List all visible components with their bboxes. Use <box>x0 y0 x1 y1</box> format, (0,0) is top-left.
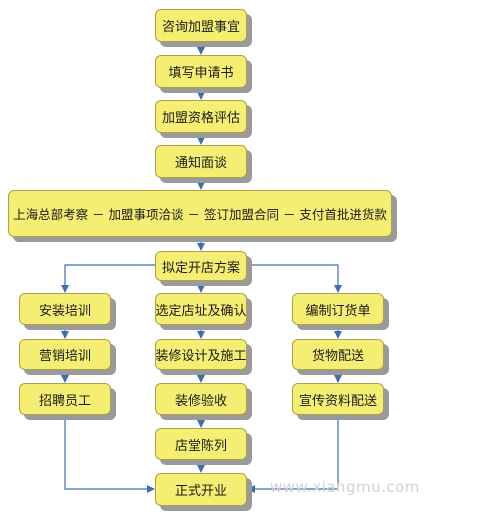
arrow-plan-right <box>246 264 342 293</box>
step-consult: 咨询加盟事宜 <box>155 9 247 42</box>
step-left-2: 营销培训 <box>19 339 111 370</box>
step-middle-4: 店堂陈列 <box>155 428 247 460</box>
step-plan: 拟定开店方案 <box>155 251 247 281</box>
step-hq-negotiation: 上海总部考察 － 加盟事项洽谈 － 签订加盟合同 － 支付首批进货款 <box>8 190 392 237</box>
arrow-right-open <box>247 415 339 493</box>
arrow-plan-left <box>61 264 155 293</box>
step-evaluate: 加盟资格评估 <box>155 100 247 133</box>
arrow-left-open <box>64 415 155 493</box>
step-right-3: 宣传资料配送 <box>292 383 384 415</box>
step-apply: 填写申请书 <box>155 55 247 88</box>
step-left-3: 招聘员工 <box>19 383 111 415</box>
step-middle-3: 装修验收 <box>155 383 247 415</box>
step-middle-1: 选定店址及确认 <box>155 293 247 325</box>
step-middle-2: 装修设计及施工 <box>155 339 247 370</box>
step-interview: 通知面谈 <box>155 145 247 178</box>
step-left-1: 安装培训 <box>19 293 111 325</box>
watermark-text: www.xiangmu.com <box>270 478 420 496</box>
step-right-2: 货物配送 <box>292 339 384 370</box>
step-right-1: 编制订货单 <box>292 293 384 325</box>
step-open: 正式开业 <box>155 473 247 506</box>
